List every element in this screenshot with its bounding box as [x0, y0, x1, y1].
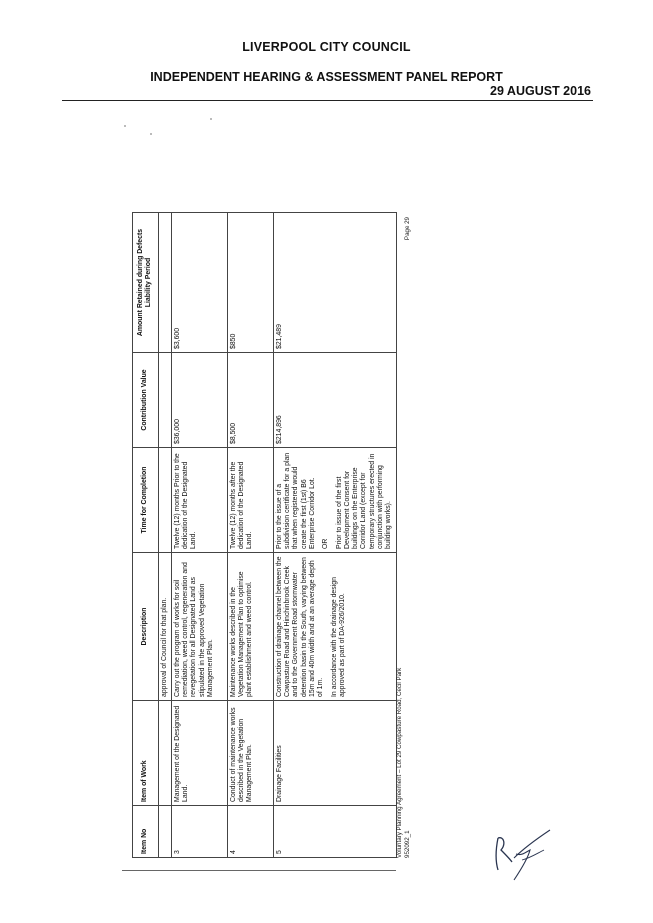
time-para: Prior to issue of the first Development … [335, 453, 393, 549]
report-date: 29 AUGUST 2016 [490, 84, 591, 98]
document-ref: 952092_1 [404, 830, 411, 858]
page-number: Page 29 [404, 217, 411, 241]
item-no: 5 [273, 805, 396, 858]
table-row: approval of Council for that plan. [158, 212, 172, 858]
table-row: 4 Conduct of maintenance works described… [227, 212, 274, 858]
continuation-text: approval of Council for that plan. [158, 552, 172, 701]
time-para: Prior to the issue of a subdivision cert… [275, 452, 316, 549]
agreement-title: Voluntary Planning Agreement – Lot 29 Co… [396, 667, 403, 858]
scan-edge-line [122, 870, 396, 871]
time-or: OR [322, 538, 330, 549]
time-for-completion: Prior to the issue of a subdivision cert… [273, 447, 396, 553]
description: Construction of drainage channel between… [273, 552, 396, 701]
report-title: INDEPENDENT HEARING & ASSESSMENT PANEL R… [150, 70, 503, 84]
council-name: LIVERPOOL CITY COUNCIL [242, 40, 411, 54]
table-row: 3 Management of the Designated Land. Car… [171, 212, 228, 858]
contribution-value: $36,000 [171, 352, 228, 448]
amount-retained: $850 [227, 212, 274, 353]
item-no: 3 [171, 805, 228, 858]
signature-mark [495, 829, 551, 881]
scan-speck [210, 118, 212, 120]
scan-speck [124, 125, 126, 127]
description-para: Construction of drainage channel between… [275, 556, 325, 697]
header-rule [62, 100, 593, 101]
description: Maintenance works described in the Veget… [227, 552, 274, 701]
time-for-completion: Twelve (12) months Prior to the dedicati… [171, 447, 228, 553]
item-of-work: Drainage Facilities [273, 700, 396, 806]
col-header: Time for Completion [132, 447, 159, 553]
col-header: Description [132, 552, 159, 701]
col-header: Amount Retained during Defects Liability… [132, 212, 159, 353]
table-header-row: Item No Item of Work Description Time fo… [132, 212, 159, 858]
item-no: 4 [227, 805, 274, 858]
rotated-page: Item No Item of Work Description Time fo… [122, 212, 490, 871]
table-row: 5 Drainage Facilities Construction of dr… [273, 212, 396, 858]
scan-speck [150, 133, 152, 135]
item-of-work: Management of the Designated Land. [171, 700, 228, 806]
item-of-work: Conduct of maintenance works described i… [227, 700, 274, 806]
works-table: Item No Item of Work Description Time fo… [132, 212, 397, 858]
col-header: Contribution Value [132, 352, 159, 448]
description-para: In accordance with the drainage design a… [330, 577, 346, 697]
col-header: Item of Work [132, 700, 159, 806]
amount-retained: $3,600 [171, 212, 228, 353]
contribution-value: $8,500 [227, 352, 274, 448]
description: Carry out the program of works for soil … [171, 552, 228, 701]
time-for-completion: Twelve (12) months after the dedication … [227, 447, 274, 553]
contribution-value: $214,896 [273, 352, 396, 448]
col-header: Item No [132, 805, 159, 858]
amount-retained: $21,489 [273, 212, 396, 353]
